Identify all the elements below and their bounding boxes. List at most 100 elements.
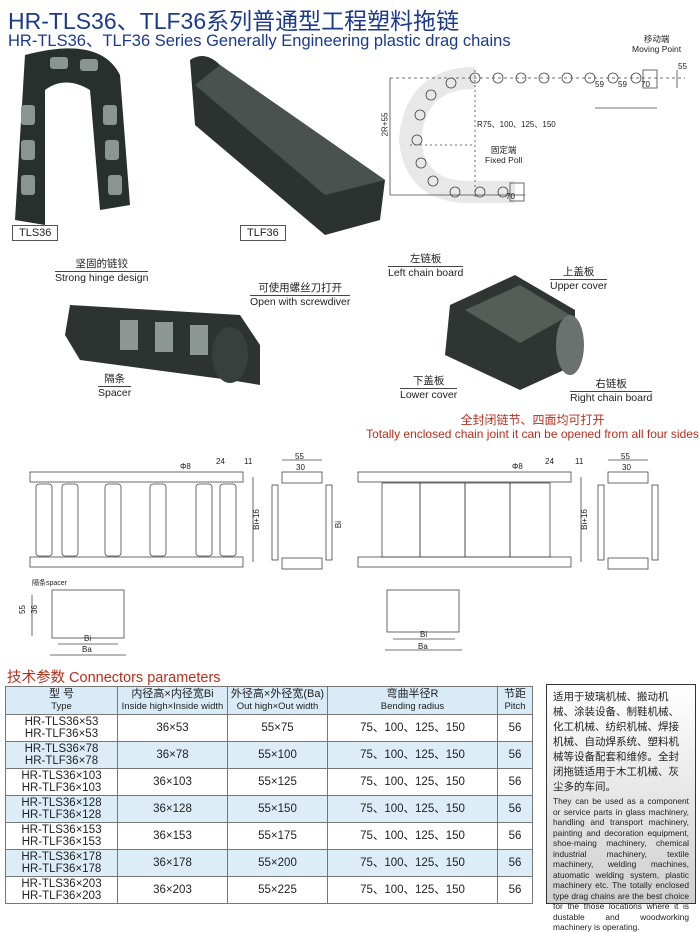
dim-24: 24 [216, 457, 225, 466]
type-tlf: HR-TLF36×128 [21, 809, 102, 821]
tlf-top-view [357, 471, 582, 568]
tls-top-view [29, 471, 254, 568]
dim-59a: 59 [595, 80, 604, 89]
radius-cell: 75、100、125、150 [327, 849, 498, 877]
type-tls: HR-TLS36×203 [21, 878, 102, 890]
tls36-chain-photo [15, 48, 130, 226]
type-tlf: HR-TLF36×203 [21, 890, 102, 902]
header-out-cn: 外径高×外径宽(Ba) [230, 688, 325, 700]
caption-en: Totally enclosed chain joint it can be o… [366, 427, 699, 441]
header-inside-en: Inside high×Inside width [121, 701, 224, 712]
radius-cell: 75、100、125、150 [327, 795, 498, 823]
dim-70: 70 [641, 80, 650, 89]
bi-label: Bi [84, 634, 92, 643]
phi-label-2: Φ8 [512, 462, 523, 471]
out-cell: 55×100 [227, 741, 328, 769]
right-board-cn: 右链板 [595, 378, 627, 390]
dim-70-fixed: 70 [506, 192, 515, 201]
dim-55: 55 [678, 62, 687, 71]
tlf-side-view [597, 459, 659, 570]
type-tls: HR-TLS36×178 [21, 851, 102, 863]
radius-label: R75、100、125、150 [477, 120, 556, 129]
type-tlf: HR-TLF36×153 [21, 836, 102, 848]
tls-side-view [271, 459, 333, 570]
bi16-label: Bi+16 [251, 509, 261, 530]
dim-36-section: 36 [29, 605, 39, 614]
dim-30-side-2: 30 [622, 463, 631, 472]
technical-drawings [29, 459, 659, 656]
applications-cn: 适用于玻璃机械、搬动机械、涂装设备、制鞋机械、化工机械、纺织机械、焊接机械、自动… [553, 691, 679, 793]
bending-radius-diagram [389, 67, 685, 203]
type-tlf: HR-TLF36×103 [21, 782, 102, 794]
header-pitch-en: Pitch [504, 701, 526, 712]
product-photos [15, 48, 385, 235]
type-tlf: HR-TLF36×78 [24, 755, 99, 767]
out-cell: 55×225 [227, 876, 328, 904]
screw-en: Open with screwdiver [250, 295, 351, 308]
page-title-cn: HR-TLS36、TLF36系列普通型工程塑料拖链 [8, 8, 460, 34]
fixed-point-cn: 固定端 [490, 145, 517, 155]
out-cell: 55×175 [227, 822, 328, 850]
header-type-en: Type [51, 701, 72, 712]
type-tls: HR-TLS36×103 [21, 770, 102, 782]
params-title: 技术参数 Connectors parameters [7, 670, 221, 686]
dim-59b: 59 [618, 80, 627, 89]
spacer-en: Spacer [98, 386, 132, 399]
bi-side-label: Bi [334, 520, 344, 529]
type-tls: HR-TLS36×78 [24, 743, 99, 755]
tls36-label: TLS36 [12, 225, 59, 241]
type-tlf: HR-TLF36×53 [24, 728, 99, 740]
pitch-cell: 56 [497, 822, 533, 850]
lower-cover-en: Lower cover [400, 388, 458, 401]
header-inside-cn: 内径高×内径宽Bi [131, 688, 214, 700]
dim-11: 11 [244, 457, 253, 466]
header-type-cn: 型 号 [48, 688, 75, 700]
ba-label-2: Ba [418, 642, 428, 651]
tlf36-chain-photo [190, 56, 385, 235]
out-cell: 55×200 [227, 849, 328, 877]
fixed-point-en: Fixed Poll [485, 155, 523, 165]
dim-55-section: 55 [17, 605, 27, 614]
type-tlf: HR-TLF36×178 [21, 863, 102, 875]
tls-section-view [31, 589, 126, 656]
tlf36-label: TLF36 [240, 225, 286, 241]
inside-cell: 36×153 [117, 822, 228, 850]
radius-cell: 75、100、125、150 [327, 741, 498, 769]
type-tls: HR-TLS36×128 [21, 797, 102, 809]
hinge-en: Strong hinge design [55, 271, 149, 284]
page-title-en: HR-TLS36、TLF36 Series Generally Engineer… [8, 32, 511, 50]
radius-cell: 75、100、125、150 [327, 822, 498, 850]
moving-point-cn: 移动端 [643, 34, 670, 44]
lower-cover-cn: 下盖板 [412, 375, 445, 387]
left-board-en: Left chain board [388, 266, 464, 279]
out-cell: 55×125 [227, 768, 328, 796]
inside-cell: 36×178 [117, 849, 228, 877]
inside-cell: 36×78 [117, 741, 228, 769]
ba-label: Ba [82, 645, 92, 654]
type-tls: HR-TLS36×153 [21, 824, 102, 836]
caption-cn: 全封闭链节、四面均可打开 [460, 413, 605, 427]
dim-55-side-2: 55 [621, 452, 630, 461]
right-board-en: Right chain board [570, 391, 653, 404]
header-radius-en: Bending radius [380, 701, 445, 712]
out-cell: 55×150 [227, 795, 328, 823]
upper-cover-en: Upper cover [550, 279, 608, 292]
spacer-cn: 隔条 [104, 373, 126, 385]
pitch-cell: 56 [497, 876, 533, 904]
dim-55-side: 55 [295, 452, 304, 461]
tlf-section-view [385, 589, 462, 651]
dim-30-side: 30 [296, 463, 305, 472]
radius-cell: 75、100、125、150 [327, 768, 498, 796]
left-board-cn: 左链板 [409, 253, 442, 265]
